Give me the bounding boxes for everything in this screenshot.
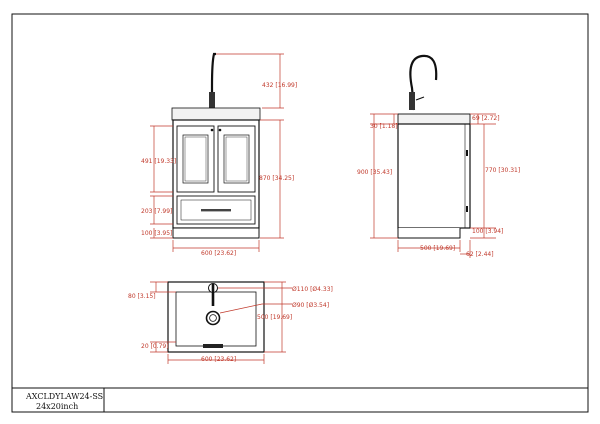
right-door <box>217 125 256 193</box>
sheet-border <box>11 13 589 413</box>
side-hinge-bottom-icon <box>466 206 468 212</box>
side-toe-kick <box>397 228 461 239</box>
side-depth-label: 500 [19.69] <box>420 245 455 252</box>
right-door-panel <box>223 134 250 184</box>
model-number: AXCLDYLAW24-SS <box>25 392 103 401</box>
side-toe-kick-depth-label: 62 [2.44] <box>466 251 494 258</box>
side-backsplash-label: 69 [2.72] <box>472 115 500 122</box>
side-cabinet-height-label: 770 [30.31] <box>485 167 520 174</box>
side-view: 30 [1.18] 900 [35.43] 69 [2.72] 770 [30.… <box>357 54 520 258</box>
drawer-panel <box>180 199 252 221</box>
front-base <box>172 227 260 239</box>
front-cabinet-body <box>172 119 260 229</box>
left-door-inner-panel <box>184 136 207 182</box>
front-total-height-label: 870 [34.25] <box>259 175 294 182</box>
top-depth-label: 500 [19.69] <box>257 314 292 321</box>
left-door <box>176 125 215 193</box>
top-faucet-offset-label: 80 [3.15] <box>128 293 156 300</box>
front-width-label: 600 [23.62] <box>201 250 236 257</box>
left-door-panel <box>182 134 209 184</box>
top-faucet-hole-dia-label: Ø110 [Ø4.33] <box>292 286 333 293</box>
top-front-lip <box>203 344 223 348</box>
drawer-handle-icon <box>201 209 231 212</box>
front-view: 432 [16.99] 870 [34.25] 491 [19.33] 203 … <box>141 52 297 257</box>
front-faucet-base <box>209 92 215 110</box>
front-door-height-label: 491 [19.33] <box>141 158 176 165</box>
side-hinge-top-icon <box>466 150 468 156</box>
side-total-height-label: 900 [35.43] <box>357 169 392 176</box>
side-top-thickness-label: 30 [1.18] <box>370 123 398 130</box>
left-knob-icon <box>210 128 214 132</box>
side-faucet-base <box>409 92 415 110</box>
top-view: 80 [3.15] Ø110 [Ø4.33] Ø90 [Ø3.54] 500 [… <box>128 281 333 364</box>
front-drawer-height-label: 203 [7.99] <box>141 208 172 215</box>
top-front-lip-label: 20 [0.79] <box>141 343 169 350</box>
side-cabinet-body <box>397 123 471 229</box>
top-width-label: 600 [23.62] <box>201 356 236 363</box>
side-countertop <box>397 113 471 125</box>
model-size: 24x20inch <box>36 402 78 411</box>
front-base-height-label: 100 [3.95] <box>141 230 172 237</box>
front-countertop <box>171 107 261 121</box>
side-toe-kick-height-label: 100 [3.94] <box>472 228 503 235</box>
front-faucet-height-label: 432 [16.99] <box>262 82 297 89</box>
drawer <box>176 195 256 225</box>
top-drain-dia-label: Ø90 [Ø3.54] <box>292 302 329 309</box>
front-faucet-icon <box>210 52 216 110</box>
side-faucet-icon <box>409 54 438 111</box>
side-faucet-lever <box>415 96 425 101</box>
right-knob-icon <box>218 128 222 132</box>
right-door-inner-panel <box>225 136 248 182</box>
